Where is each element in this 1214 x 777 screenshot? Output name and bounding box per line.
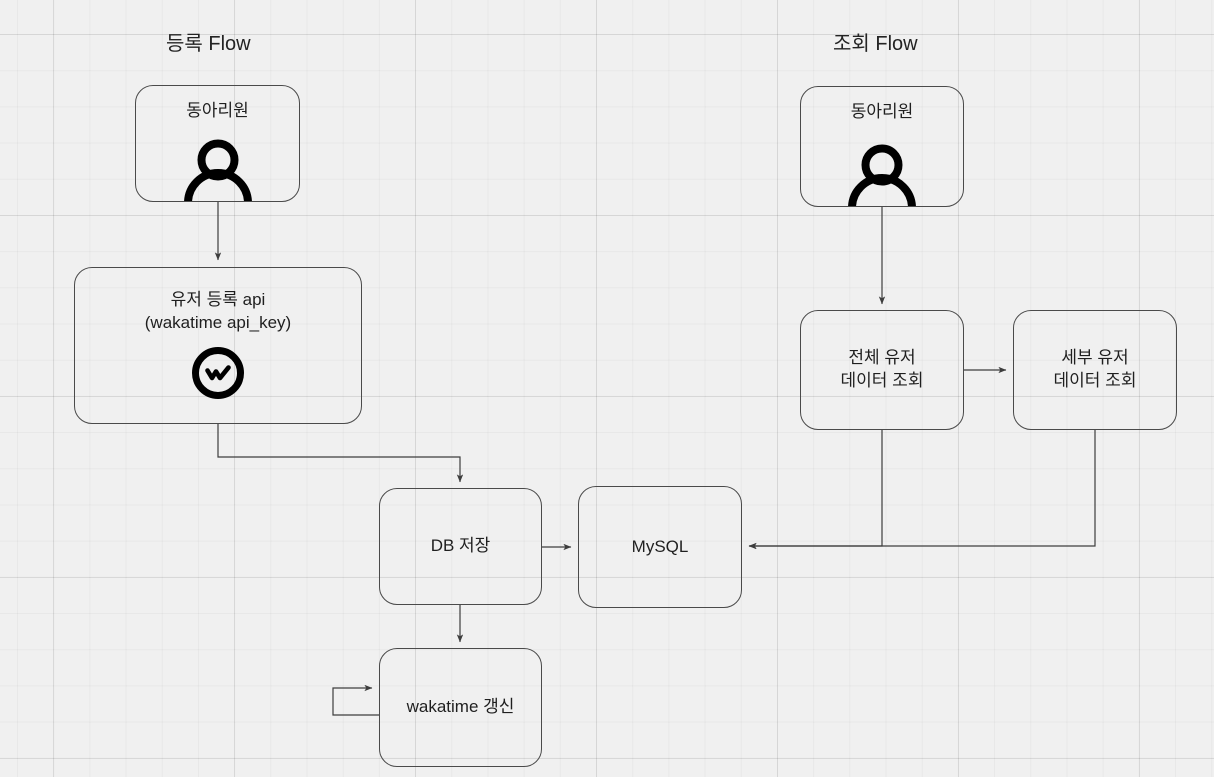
node-label: wakatime 갱신: [406, 697, 515, 717]
node-detail-user-data-query[interactable]: 세부 유저 데이터 조회: [1013, 310, 1177, 430]
node-wakatime-refresh[interactable]: wakatime 갱신: [379, 648, 542, 767]
node-all-user-data-query[interactable]: 전체 유저 데이터 조회: [800, 310, 964, 430]
node-label: 동아리원: [186, 101, 249, 120]
node-query-actor[interactable]: 동아리원: [800, 86, 964, 207]
node-label: 전체 유저 데이터 조회: [840, 348, 924, 390]
flow-title-register: 등록 Flow: [166, 33, 251, 55]
wakatime-logo-icon: [192, 347, 244, 400]
flow-title-query: 조회 Flow: [833, 33, 918, 55]
node-register-actor[interactable]: 동아리원: [135, 85, 300, 202]
node-label: DB 저장: [430, 536, 491, 556]
node-user-register-api[interactable]: 유저 등록 api (wakatime api_key): [74, 267, 362, 424]
person-icon: [848, 144, 916, 206]
edge-api-to-db-save: [217, 424, 464, 483]
node-label: 세부 유저 데이터 조회: [1053, 348, 1137, 390]
person-icon: [183, 139, 252, 201]
node-mysql[interactable]: MySQL: [578, 486, 742, 608]
edge-all-user-to-mysql: [748, 430, 883, 550]
node-label: 유저 등록 api (wakatime api_key): [144, 289, 292, 332]
edge-detail-user-to-mysql: [748, 430, 1096, 550]
node-db-save[interactable]: DB 저장: [379, 488, 542, 605]
node-label: MySQL: [631, 536, 689, 556]
node-label: 동아리원: [850, 102, 914, 121]
edge-wakatime-refresh-self-loop: [332, 684, 379, 716]
